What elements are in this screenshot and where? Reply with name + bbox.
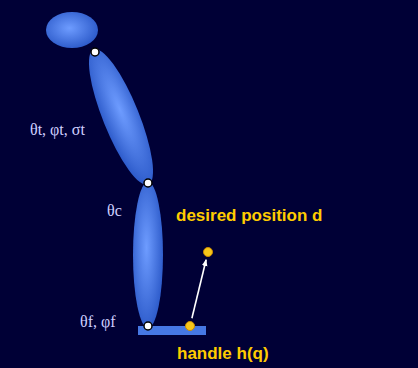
target-dot [203,247,213,257]
shin-ellipse [133,182,163,328]
joint-angle-label: θf, φf [80,313,116,331]
head-ellipse [46,12,98,48]
target-dot [185,321,195,331]
joint [144,179,152,187]
drag-arrow [192,260,206,318]
node-label: desired position d [176,206,322,226]
joint-angle-label: θt, φt, σt [30,121,85,139]
torso-ellipse [77,43,165,192]
joint-angle-label: θc [107,202,122,220]
joint [144,322,152,330]
node-label: handle h(q) [177,344,269,364]
joint [91,48,99,56]
